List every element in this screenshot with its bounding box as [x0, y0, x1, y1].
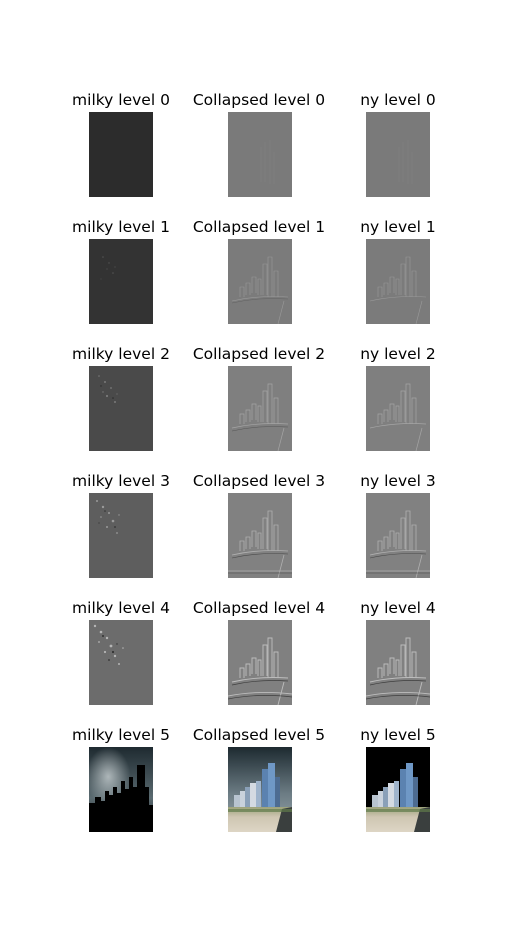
- collapsed-level-4-image: [228, 620, 292, 705]
- milky-level-4-image: [89, 620, 153, 705]
- milky-level-3-image: [89, 493, 153, 578]
- milky-level-5-image: [89, 747, 153, 832]
- milky-level-0-image: [89, 112, 153, 197]
- panel-title: Collapsed level 5: [192, 726, 326, 744]
- panel-title: ny level 3: [360, 472, 436, 490]
- collapsed-level-5-image: [228, 747, 292, 832]
- ny-level-2-image: [366, 366, 430, 451]
- milky-level-1-image: [89, 239, 153, 324]
- panel-title: milky level 5: [72, 726, 170, 744]
- panel-title: Collapsed level 3: [192, 472, 326, 490]
- ny-level-0-image: [366, 112, 430, 197]
- collapsed-level-2-image: [228, 366, 292, 451]
- ny-level-5-image: [366, 747, 430, 832]
- panel-title: Collapsed level 0: [192, 91, 326, 109]
- panel-title: milky level 2: [72, 345, 170, 363]
- ny-level-4-image: [366, 620, 430, 705]
- collapsed-level-1-image: [228, 239, 292, 324]
- milky-level-2-image: [89, 366, 153, 451]
- panel-title: milky level 3: [72, 472, 170, 490]
- panel-title: Collapsed level 1: [192, 218, 326, 236]
- panel-title: ny level 4: [360, 599, 436, 617]
- panel-title: Collapsed level 2: [192, 345, 326, 363]
- collapsed-level-3-image: [228, 493, 292, 578]
- panel-title: ny level 2: [360, 345, 436, 363]
- panel-title: ny level 5: [360, 726, 436, 744]
- collapsed-level-0-image: [228, 112, 292, 197]
- panel-title: Collapsed level 4: [192, 599, 326, 617]
- ny-level-3-image: [366, 493, 430, 578]
- panel-title: milky level 4: [72, 599, 170, 617]
- panel-title: milky level 0: [72, 91, 170, 109]
- ny-level-1-image: [366, 239, 430, 324]
- panel-title: milky level 1: [72, 218, 170, 236]
- panel-title: ny level 0: [360, 91, 436, 109]
- panel-title: ny level 1: [360, 218, 436, 236]
